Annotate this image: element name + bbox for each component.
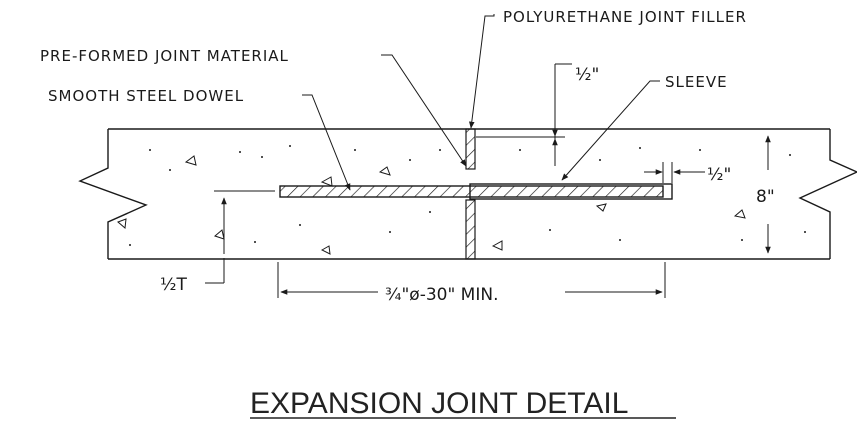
leader-sleeve: SLEEVE <box>561 73 728 181</box>
steel-dowel <box>279 185 664 198</box>
dowel-label: SMOOTH STEEL DOWEL <box>48 87 244 105</box>
drawing-title: EXPANSION JOINT DETAIL <box>250 387 628 420</box>
end-gap-dimension: ½" <box>644 162 731 185</box>
end-gap-label: ½" <box>707 165 731 185</box>
polyurethane-joint-filler <box>465 128 476 170</box>
leader-dowel: SMOOTH STEEL DOWEL <box>48 87 351 191</box>
slab-depth-dimension: 8" <box>756 135 775 254</box>
leader-preformed: PRE-FORMED JOINT MATERIAL <box>40 47 467 167</box>
sleeve-label: SLEEVE <box>665 73 728 91</box>
preformed-joint-material <box>465 199 476 260</box>
dowel-length-label: ¾"ø-30" MIN. <box>385 285 499 305</box>
preformed-label: PRE-FORMED JOINT MATERIAL <box>40 47 289 65</box>
leader-polyurethane: POLYURETHANE JOINT FILLER <box>469 8 747 129</box>
aggregate-texture <box>117 155 746 255</box>
top-gap-dimension: ½" <box>476 63 599 166</box>
top-gap-label: ½" <box>575 65 599 85</box>
slab-depth-label: 8" <box>756 187 775 207</box>
dowel-height-dimension: ½T <box>160 190 275 295</box>
dowel-length-dimension: ¾"ø-30" MIN. <box>277 262 666 305</box>
dowel-height-label: ½T <box>160 275 187 295</box>
polyurethane-label: POLYURETHANE JOINT FILLER <box>503 8 747 26</box>
aggregate-dots <box>129 145 806 246</box>
